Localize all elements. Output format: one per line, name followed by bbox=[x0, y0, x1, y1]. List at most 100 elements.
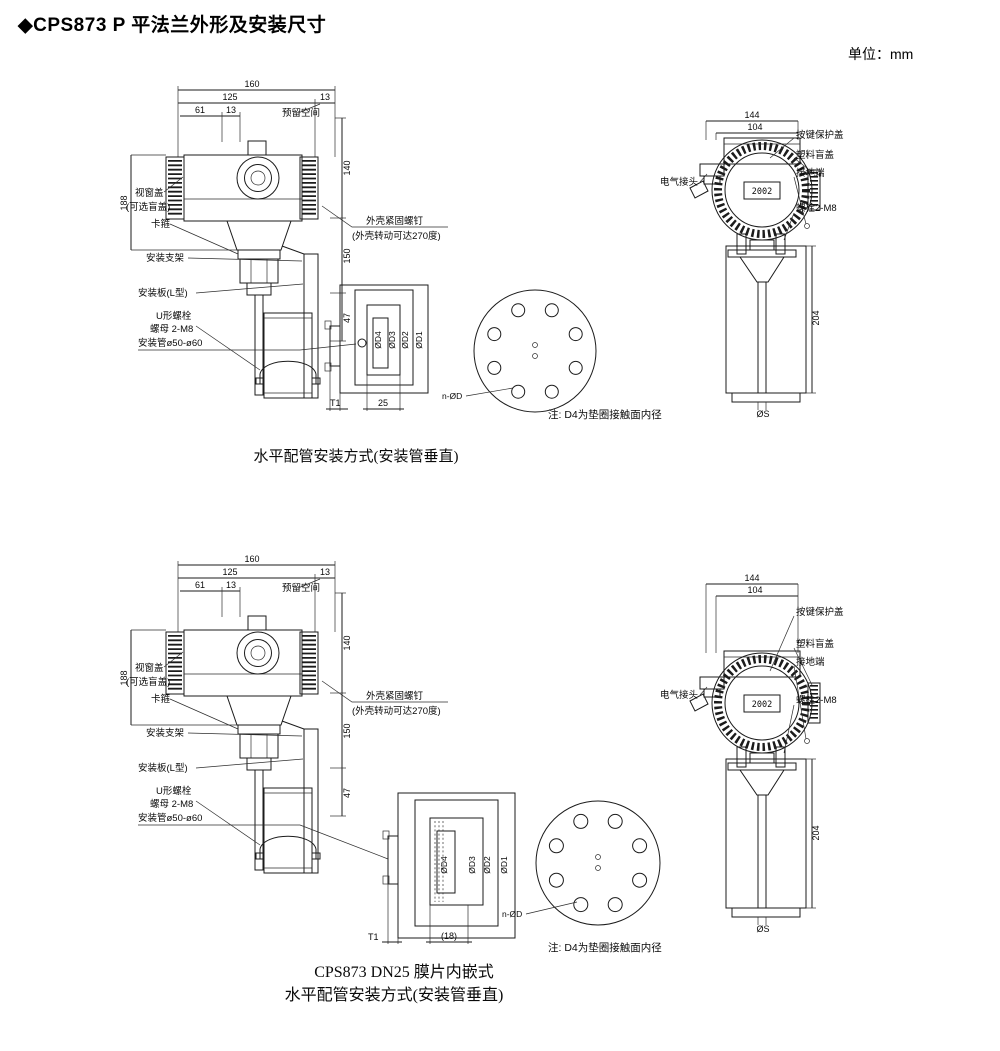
top-cover bbox=[723, 650, 801, 678]
lcd-display bbox=[743, 181, 781, 200]
bottom-flange bbox=[731, 392, 801, 403]
page-title: ◆CPS873 P 平法兰外形及安装尺寸 bbox=[18, 15, 327, 36]
flange-circle-view-1: n-ØD bbox=[442, 289, 597, 413]
neck bbox=[226, 695, 292, 726]
dim-144: 144 bbox=[744, 110, 759, 120]
label-clamp: 卡箍 bbox=[151, 218, 171, 230]
unit-label: 单位：mm bbox=[848, 46, 914, 62]
dim-188: 188 bbox=[119, 670, 129, 685]
label-bracket: 安装支架 bbox=[146, 252, 185, 264]
ground-screw bbox=[804, 738, 810, 744]
flange-circle bbox=[473, 289, 597, 413]
blind-cover-cap bbox=[807, 682, 821, 724]
cable-gland bbox=[689, 693, 709, 712]
label-clamp: 卡箍 bbox=[151, 693, 171, 705]
label-ground: 接地端 bbox=[796, 656, 825, 668]
caption-1: 水平配管安装方式(安装管垂直) bbox=[254, 448, 459, 465]
label-bracket: 安装支架 bbox=[146, 727, 185, 739]
label-key-cover: 按键保护盖 bbox=[796, 129, 844, 141]
label-blind-cover: 塑料盲盖 bbox=[796, 638, 835, 650]
label-d4: ØD4 bbox=[373, 331, 383, 349]
dial-outer bbox=[236, 156, 280, 200]
bottom-flange bbox=[731, 907, 801, 918]
label-window-cover-sub: (可选盲盖) bbox=[126, 676, 170, 688]
dim-13a: 13 bbox=[320, 92, 330, 102]
dim-150: 150 bbox=[342, 723, 352, 738]
label-window-cover: 视窗盖 bbox=[135, 187, 164, 199]
label-bolts: 螺栓2-M8 bbox=[796, 202, 837, 214]
dim-125: 125 bbox=[222, 567, 237, 577]
flange-side-view-2: ØD4 ØD3 ØD2 ØD1 T1 (18) bbox=[368, 792, 516, 944]
label-plate: 安装板(L型) bbox=[138, 762, 188, 774]
bolt-right bbox=[775, 233, 786, 255]
ground-screw bbox=[804, 223, 810, 229]
dim-47: 47 bbox=[342, 313, 352, 323]
conduit-entry bbox=[699, 676, 725, 690]
flange-circle bbox=[535, 800, 661, 926]
dim-204: 204 bbox=[811, 310, 821, 325]
note-1: 注: D4为垫圈接触面内径 bbox=[548, 408, 662, 421]
probe-side bbox=[757, 281, 767, 394]
flange-side-view-1: ØD4 ØD3 ØD2 ØD1 T1 25 bbox=[324, 284, 429, 411]
label-d1: ØD1 bbox=[499, 856, 509, 874]
label-pipe: 安装管ø50-ø60 bbox=[138, 337, 202, 349]
mount-pipe bbox=[263, 787, 313, 874]
u-bolt bbox=[259, 360, 317, 375]
dial-outer bbox=[236, 631, 280, 675]
dim-13b: 13 bbox=[226, 105, 236, 115]
probe-side bbox=[757, 794, 767, 909]
dim-47: 47 bbox=[342, 788, 352, 798]
label-t1: T1 bbox=[368, 932, 379, 942]
blind-cover-cap bbox=[807, 169, 821, 211]
dim-188: 188 bbox=[119, 195, 129, 210]
diagram-group-2: 160 125 13 61 13 预留空间 bbox=[119, 554, 844, 1004]
label-d1: ØD1 bbox=[414, 331, 424, 349]
front-view-2: 160 125 13 61 13 预留空间 bbox=[119, 554, 448, 874]
label-ground: 接地端 bbox=[796, 167, 825, 179]
label-blind-cover: 塑料盲盖 bbox=[796, 149, 835, 161]
dim-13a: 13 bbox=[320, 567, 330, 577]
label-ubolt: U形螺栓 bbox=[156, 310, 192, 322]
dim-160: 160 bbox=[244, 554, 259, 564]
cone bbox=[739, 256, 785, 283]
caption-2-line2: 水平配管安装方式(安装管垂直) bbox=[285, 986, 504, 1004]
dim-61: 61 bbox=[195, 580, 205, 590]
flange-stem bbox=[329, 325, 341, 367]
caption-2-line1: CPS873 DN25 膜片内嵌式 bbox=[314, 963, 494, 981]
label-ubolt-nut: 螺母 2-M8 bbox=[150, 324, 193, 335]
dim-150: 150 bbox=[342, 248, 352, 263]
label-conduit: 电气接头 bbox=[660, 689, 698, 701]
bolt-left bbox=[736, 746, 747, 768]
cone bbox=[739, 769, 785, 796]
label-shell-screw-sub: (外壳转动可达270度) bbox=[352, 705, 441, 717]
label-d3: ØD3 bbox=[467, 856, 477, 874]
dim-140: 140 bbox=[342, 160, 352, 175]
housing-right-cap bbox=[299, 631, 319, 695]
bolt-right bbox=[775, 746, 786, 768]
label-shell-screw: 外壳紧固螺钉 bbox=[366, 690, 424, 702]
dim-160: 160 bbox=[244, 79, 259, 89]
label-d4: ØD4 bbox=[439, 856, 449, 874]
label-conduit: 电气接头 bbox=[660, 176, 698, 188]
diagram-group-1: 160 125 13 61 13 预留空间 bbox=[119, 79, 844, 465]
conduit-entry bbox=[699, 163, 725, 177]
label-pipe: 安装管ø50-ø60 bbox=[138, 812, 202, 824]
label-key-cover: 按键保护盖 bbox=[796, 606, 844, 618]
dim-25: 25 bbox=[378, 398, 388, 408]
label-window-cover-sub: (可选盲盖) bbox=[126, 201, 170, 213]
label-plate: 安装板(L型) bbox=[138, 287, 188, 299]
probe bbox=[254, 294, 264, 396]
label-t1: T1 bbox=[330, 398, 341, 408]
dim-104: 104 bbox=[747, 122, 762, 132]
dim-13b: 13 bbox=[226, 580, 236, 590]
label-ubolt-nut: 螺母 2-M8 bbox=[150, 799, 193, 810]
label-bolt-holes: n-ØD bbox=[502, 909, 522, 919]
dim-18: (18) bbox=[441, 931, 457, 941]
hex-nut bbox=[239, 258, 279, 284]
flange-circle-view-2: n-ØD bbox=[502, 800, 661, 926]
lcd-display bbox=[743, 694, 781, 713]
front-view-1: 160 125 13 61 13 预留空间 bbox=[119, 79, 448, 399]
note-2: 注: D4为垫圈接触面内径 bbox=[548, 941, 662, 954]
dim-104: 104 bbox=[747, 585, 762, 595]
cable-gland bbox=[689, 180, 709, 199]
